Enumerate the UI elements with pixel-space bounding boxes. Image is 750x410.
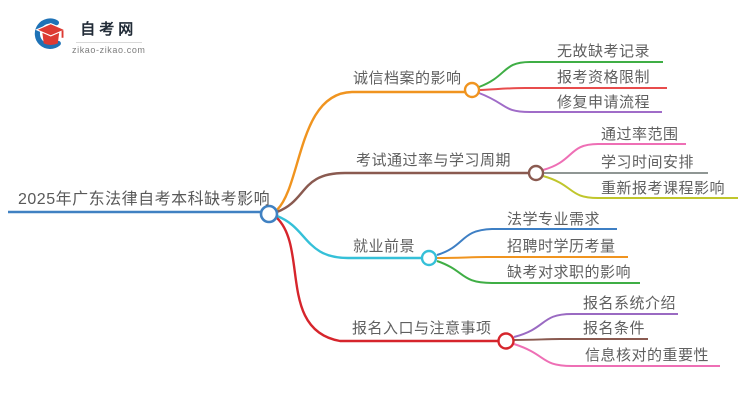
root-node[interactable]: 2025年广东法律自考本科缺考影响 [18,191,271,208]
leaf-line [542,143,686,171]
site-name: 自考网 [80,21,138,38]
leaf-node[interactable]: 通过率范围 [601,126,679,143]
leaf-node[interactable]: 重新报考课程影响 [601,180,726,197]
branch-line [276,214,422,260]
leaf-node[interactable]: 学习时间安排 [601,154,695,171]
leaf-node[interactable]: 招聘时学历考量 [507,238,616,255]
branch-toggle-circle[interactable] [497,332,515,350]
leaf-line [513,343,720,367]
branch-line [276,217,498,343]
site-url: zikao-zikao.com [72,45,146,55]
leaf-node[interactable]: 修复申请流程 [557,94,651,111]
leaf-line [513,313,678,338]
branch-toggle-circle[interactable] [463,81,481,99]
branch-line [276,90,465,211]
leaf-node[interactable]: 报名系统介绍 [583,295,677,312]
leaf-line [478,61,663,88]
leaf-line [436,228,617,256]
leaf-node[interactable]: 法学专业需求 [507,211,601,228]
leaf-node[interactable]: 无故缺考记录 [557,43,651,60]
leaf-node[interactable]: 缺考对求职的影响 [507,264,632,281]
leaf-line [478,92,662,113]
branch-node-pass-rate[interactable]: 考试通过率与学习周期 [356,152,512,169]
root-toggle-circle[interactable] [259,204,279,224]
leaf-line [513,338,648,341]
branch-toggle-circle[interactable] [420,249,438,267]
branch-node-employment[interactable]: 就业前景 [353,238,416,255]
leaf-node[interactable]: 信息核对的重要性 [585,347,710,364]
leaf-line [479,87,667,91]
graduation-cap-icon [34,18,66,49]
branch-toggle-circle[interactable] [527,164,545,182]
leaf-node[interactable]: 报名条件 [583,320,646,337]
leaf-line [436,260,640,284]
leaf-line [436,256,628,259]
leaf-line [542,175,738,199]
site-logo[interactable]: 自考网 zikao-zikao.com [28,18,146,55]
leaf-node[interactable]: 报考资格限制 [557,69,651,86]
branch-node-integrity[interactable]: 诚信档案的影响 [353,70,462,87]
branch-line [276,171,529,214]
logo-divider [75,42,142,43]
branch-node-registration[interactable]: 报名入口与注意事项 [352,320,492,337]
